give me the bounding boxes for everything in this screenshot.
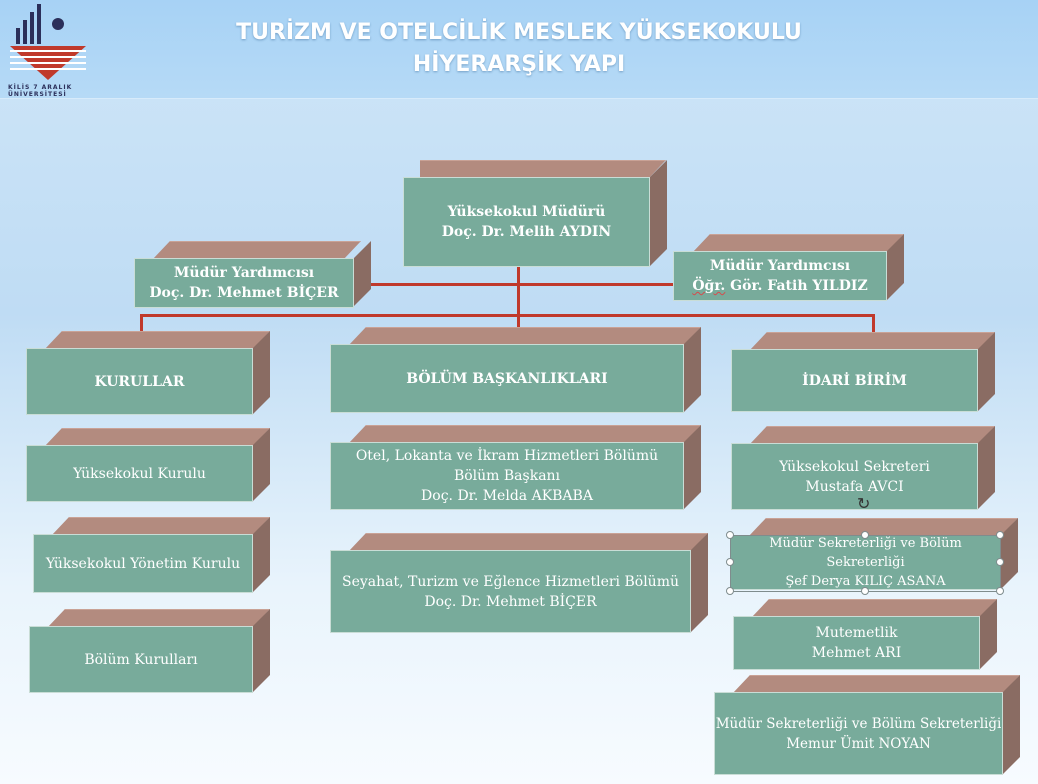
idari-item-2-top <box>748 518 1018 537</box>
bolum-label: BÖLÜM BAŞKANLIKLARI <box>406 370 608 387</box>
idari-item-4[interactable]: Müdür Sekreterliği ve Bölüm Sekreterliği… <box>714 692 1003 775</box>
bolum-item-1-line1: Otel, Lokanta ve İkram Hizmetleri Bölümü <box>355 448 659 464</box>
kurullar-item-1[interactable]: Yüksekokul Kurulu <box>26 445 253 502</box>
director-box-side <box>649 160 667 267</box>
bolum-item-1-side <box>683 425 701 510</box>
header-bar: TURİZM VE OTELCİLİK MESLEK YÜKSEKOKULU H… <box>0 0 1038 99</box>
kurullar-item-3-side <box>252 609 270 693</box>
idari-item-2[interactable]: Müdür Sekreterliği ve Bölüm Sekreterliği… <box>730 535 1001 590</box>
director-box-top <box>420 160 666 179</box>
idari-item-1[interactable]: Yüksekokul Sekreteri Mustafa AVCI <box>731 443 978 510</box>
deputy-right-box-top <box>692 234 904 253</box>
idari-item-1-line1: Yüksekokul Sekreteri <box>779 458 930 475</box>
logo-text-line2: ÜNİVERSİTESİ <box>8 91 67 98</box>
idari-header-top <box>749 332 995 351</box>
idari-item-1-side <box>977 426 995 510</box>
idari-item-3-top <box>751 599 997 618</box>
idari-item-4-line1: Müdür Sekreterliği ve Bölüm Sekreterliği <box>715 715 1002 732</box>
director-box[interactable]: Yüksekokul Müdürü Doç. Dr. Melih AYDIN <box>403 177 650 267</box>
page-title-line1: TURİZM VE OTELCİLİK MESLEK YÜKSEKOKULU <box>236 20 802 45</box>
deputy-right-box-side <box>886 234 904 301</box>
kurullar-item-2-top <box>51 517 270 536</box>
page-title-line2: HİYERARŞİK YAPI <box>412 52 626 77</box>
resize-handle-tl[interactable] <box>726 531 734 539</box>
kurullar-item-2-side <box>252 517 270 593</box>
idari-item-4-line2: Memur Ümit NOYAN <box>786 735 931 752</box>
idari-item-3-line1: Mutemetlik <box>815 625 898 641</box>
university-logo-icon <box>10 4 86 80</box>
deputy-right-title: Müdür Yardımcısı <box>709 258 851 274</box>
idari-item-3-side <box>979 599 997 670</box>
logo-text-line1: KİLİS 7 ARALIK <box>8 84 73 91</box>
idari-item-2-line2: Şef Derya KILIÇ ASANA <box>785 574 946 589</box>
bolum-item-2[interactable]: Seyahat, Turizm ve Eğlence Hizmetleri Bö… <box>330 550 691 633</box>
kurullar-item-3-label: Bölüm Kurulları <box>84 651 198 668</box>
kurullar-item-1-side <box>252 428 270 502</box>
idari-header[interactable]: İDARİ BİRİM <box>731 349 978 412</box>
kurullar-item-3[interactable]: Bölüm Kurulları <box>29 626 253 693</box>
kurullar-item-1-label: Yüksekokul Kurulu <box>73 465 206 482</box>
bolum-item-2-top <box>348 533 708 552</box>
resize-handle-tc[interactable] <box>861 531 869 539</box>
deputy-right-name-rest: Gör. Fatih YILDIZ <box>725 278 868 294</box>
deputy-right-box[interactable]: Müdür Yardımcısı Öğr. Gör. Fatih YILDIZ <box>673 251 887 301</box>
kurullar-header-top <box>44 331 270 350</box>
bolum-header-side <box>683 327 701 413</box>
connector-director-down <box>517 266 520 316</box>
deputy-left-box[interactable]: Müdür Yardımcısı Doç. Dr. Mehmet BİÇER <box>134 258 354 308</box>
idari-label: İDARİ BİRİM <box>802 372 907 389</box>
deputy-right-name: Öğr. Gör. Fatih YILDIZ <box>692 276 867 296</box>
bolum-item-2-line1: Seyahat, Turizm ve Eğlence Hizmetleri Bö… <box>342 573 679 590</box>
rotate-handle-icon[interactable]: ↻ <box>857 494 871 513</box>
bolum-header[interactable]: BÖLÜM BAŞKANLIKLARI <box>330 344 684 413</box>
idari-item-2-line1: Müdür Sekreterliği ve Bölüm Sekreterliği <box>769 536 962 570</box>
bolum-item-1-line2: Bölüm Başkanı <box>453 468 561 484</box>
resize-handle-bc[interactable] <box>861 587 869 595</box>
bolum-item-2-side <box>690 533 708 633</box>
kurullar-item-1-top <box>44 428 270 447</box>
deputy-right-name-prefix: Öğr. <box>692 278 726 294</box>
connector-deputies <box>365 283 675 286</box>
bolum-header-top <box>348 327 701 346</box>
deputy-left-name: Doç. Dr. Mehmet BİÇER <box>149 285 339 301</box>
resize-handle-mr[interactable] <box>996 558 1004 566</box>
director-name: Doç. Dr. Melih AYDIN <box>441 224 612 240</box>
resize-handle-br[interactable] <box>996 587 1004 595</box>
deputy-left-box-top <box>152 241 361 260</box>
bolum-item-1[interactable]: Otel, Lokanta ve İkram Hizmetleri Bölümü… <box>330 442 684 510</box>
kurullar-label: KURULLAR <box>94 373 185 390</box>
idari-item-4-top <box>732 675 1020 694</box>
resize-handle-bl[interactable] <box>726 587 734 595</box>
idari-item-2-side <box>1000 518 1018 590</box>
bolum-item-1-top <box>348 425 701 444</box>
connector-kurullar <box>140 314 143 336</box>
idari-item-1-top <box>749 426 995 445</box>
selection-frame[interactable] <box>730 535 1001 592</box>
kurullar-item-2-label: Yüksekokul Yönetim Kurulu <box>45 555 241 572</box>
bolum-item-1-line3: Doç. Dr. Melda AKBABA <box>421 488 593 504</box>
idari-item-1-line2: Mustafa AVCI <box>805 478 904 495</box>
kurullar-item-2[interactable]: Yüksekokul Yönetim Kurulu <box>33 534 253 593</box>
connector-columns <box>140 314 875 317</box>
idari-item-4-side <box>1002 675 1020 775</box>
idari-item-3-line2: Mehmet ARI <box>811 645 902 661</box>
resize-handle-ml[interactable] <box>726 558 734 566</box>
kurullar-item-3-top <box>47 609 270 628</box>
deputy-left-box-side <box>353 241 371 307</box>
director-title: Yüksekokul Müdürü <box>447 204 606 220</box>
resize-handle-tr[interactable] <box>996 531 1004 539</box>
idari-header-side <box>977 332 995 412</box>
connector-bolum <box>517 314 520 336</box>
deputy-left-title: Müdür Yardımcısı <box>173 265 315 281</box>
bolum-item-2-line2: Doç. Dr. Mehmet BİÇER <box>424 593 597 610</box>
idari-item-3[interactable]: Mutemetlik Mehmet ARI <box>733 616 980 670</box>
connector-idari <box>872 314 875 336</box>
kurullar-header[interactable]: KURULLAR <box>26 348 253 415</box>
kurullar-header-side <box>252 331 270 415</box>
